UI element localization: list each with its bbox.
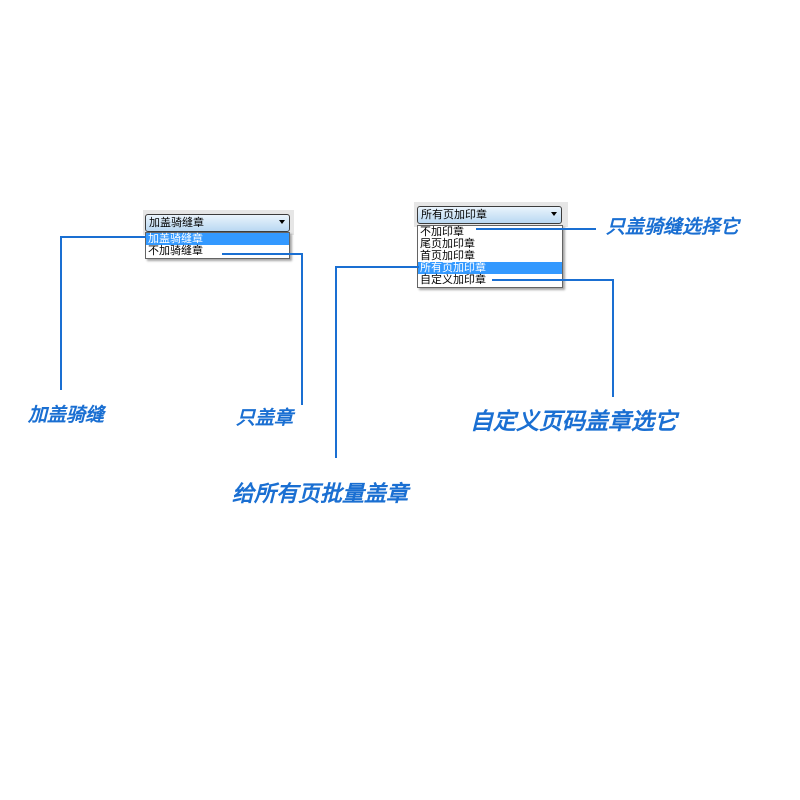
stamp-pages-dropdown-list: 不加印章 尾页加印章 首页加印章 所有页加印章 自定义加印章 xyxy=(417,225,563,288)
connector-line xyxy=(301,253,303,405)
connector-line xyxy=(60,236,62,390)
chevron-down-icon[interactable] xyxy=(279,220,285,224)
stamp-seam-select-value: 加盖骑缝章 xyxy=(149,216,204,229)
callout-stamp-only: 只盖章 xyxy=(236,407,294,429)
stamp-seam-select[interactable]: 加盖骑缝章 xyxy=(145,214,290,232)
connector-line xyxy=(222,253,303,255)
option-custom-stamp[interactable]: 自定义加印章 xyxy=(420,273,486,286)
callout-add-seam-seal: 加盖骑缝 xyxy=(28,404,105,426)
connector-line xyxy=(612,279,614,397)
callout-batch-stamp-all: 给所有页批量盖章 xyxy=(232,482,409,507)
option-all-pages-stamp[interactable]: 所有页加印章 xyxy=(418,262,562,274)
option-no-seam-seal[interactable]: 不加骑缝章 xyxy=(148,244,203,257)
option-first-page-stamp[interactable]: 首页加印章 xyxy=(420,249,475,262)
option-last-page-stamp[interactable]: 尾页加印章 xyxy=(420,237,475,250)
connector-line xyxy=(492,279,614,281)
connector-line xyxy=(335,266,337,458)
connector-line xyxy=(60,236,146,238)
connector-line xyxy=(335,266,419,268)
option-no-stamp[interactable]: 不加印章 xyxy=(420,225,464,238)
callout-stamp-only-choose: 只盖骑缝选择它 xyxy=(606,216,740,238)
callout-custom-page-stamp: 自定义页码盖章选它 xyxy=(470,409,677,435)
stamp-seam-dropdown-list: 加盖骑缝章 不加骑缝章 xyxy=(145,232,290,259)
stamp-pages-select[interactable]: 所有页加印章 xyxy=(417,206,562,224)
chevron-down-icon[interactable] xyxy=(551,212,557,216)
option-add-seam-seal[interactable]: 加盖骑缝章 xyxy=(146,233,289,245)
connector-line xyxy=(476,228,596,230)
stamp-pages-select-value: 所有页加印章 xyxy=(421,208,487,221)
